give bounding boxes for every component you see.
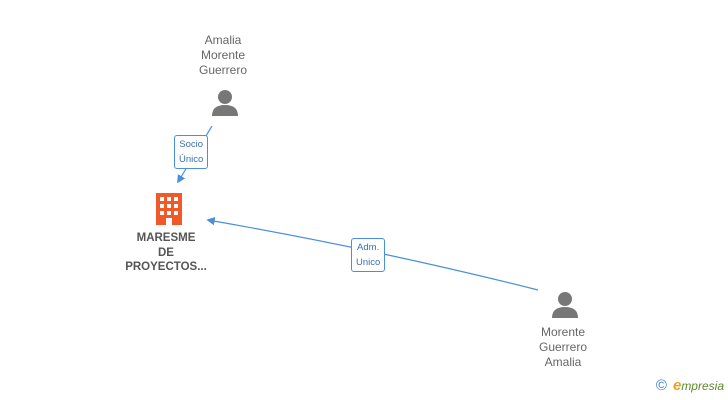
person-right-icon[interactable] [550, 290, 580, 320]
edge-adm-label[interactable]: Adm. Unico [351, 238, 386, 272]
brand-logo[interactable]: © e mpresia [656, 377, 724, 394]
brand-e-letter: e [672, 377, 682, 394]
person-right-line-3: Amalia [544, 355, 582, 369]
company-label[interactable]: MARESME DE PROYECTOS... [116, 231, 216, 275]
company-line-1: MARESME [136, 232, 196, 244]
edge-socio-line-2: Único [179, 154, 204, 165]
person-right-line-1: Morente [540, 325, 586, 339]
person-right-label[interactable]: Morente Guerrero Amalia [528, 325, 598, 370]
person-top-icon[interactable] [210, 88, 240, 118]
building-icon[interactable] [153, 191, 185, 225]
copyright-icon: © [655, 377, 667, 394]
brand-name: mpresia [681, 378, 724, 393]
person-top-line-2: Morente [200, 48, 246, 62]
person-right-line-2: Guerrero [538, 340, 588, 354]
edge-adm-line-1: Adm. [357, 242, 380, 253]
edge-adm-line-2: Unico [356, 257, 381, 268]
person-top-label[interactable]: Amalia Morente Guerrero [188, 33, 258, 78]
edge-socio-line-1: Socio [179, 139, 204, 150]
edge-socio-label[interactable]: Socio Único [174, 135, 209, 169]
company-line-3: PROYECTOS... [125, 261, 207, 273]
person-top-line-3: Guerrero [198, 63, 248, 77]
person-top-line-1: Amalia [204, 33, 242, 47]
company-line-2: DE [158, 246, 174, 259]
